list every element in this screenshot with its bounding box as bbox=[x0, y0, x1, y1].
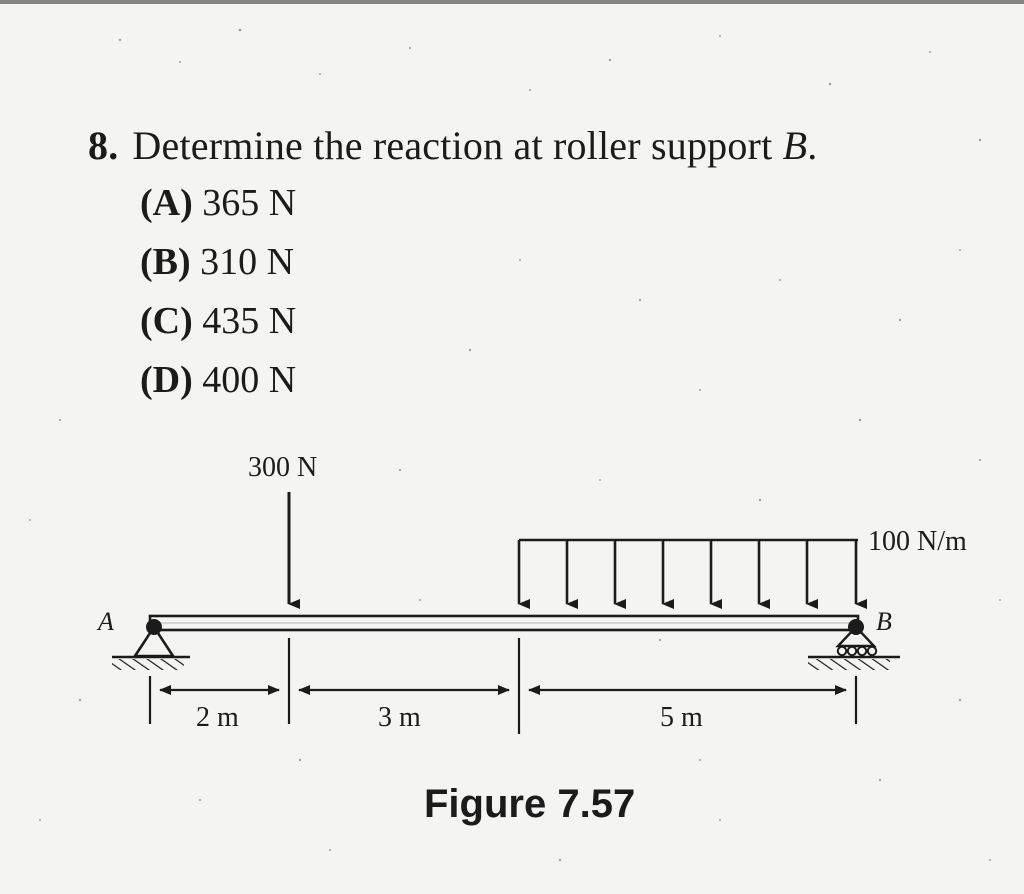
option-text: 365 N bbox=[202, 182, 297, 224]
option-letter: (D) bbox=[140, 359, 193, 401]
option-d[interactable]: (D) 400 N bbox=[140, 351, 296, 410]
distributed-load bbox=[517, 538, 867, 609]
point-load-label: 300 N bbox=[248, 452, 317, 483]
option-b[interactable]: (B) 310 N bbox=[140, 233, 296, 292]
support-b-label: B bbox=[876, 607, 892, 636]
option-a[interactable]: (A) 365 N bbox=[140, 174, 296, 233]
question-point-label: B bbox=[782, 123, 808, 168]
option-text: 400 N bbox=[202, 359, 297, 401]
dimension-5m-label: 5 m bbox=[660, 702, 703, 733]
dimension-3m-label: 3 m bbox=[378, 702, 421, 733]
option-c[interactable]: (C) 435 N bbox=[140, 292, 296, 351]
question-statement: 8. Determine the reaction at roller suppo… bbox=[88, 118, 817, 174]
support-a-label: A bbox=[96, 607, 114, 636]
dimension-lines bbox=[148, 638, 858, 734]
option-letter: (B) bbox=[140, 241, 191, 283]
question-end: . bbox=[807, 123, 818, 168]
option-letter: (C) bbox=[140, 300, 193, 342]
question-text: Determine the reaction at roller support bbox=[132, 123, 783, 168]
figure-caption: Figure 7.57 bbox=[424, 782, 636, 826]
distributed-load-label: 100 N/m bbox=[868, 526, 967, 557]
pin-support-a bbox=[112, 619, 190, 670]
option-text: 435 N bbox=[202, 300, 297, 342]
beam bbox=[148, 614, 860, 632]
dimension-2m-label: 2 m bbox=[196, 702, 239, 733]
roller-support-b bbox=[808, 619, 900, 670]
option-text: 310 N bbox=[200, 241, 295, 283]
question-number: 8. bbox=[88, 123, 119, 168]
answer-options: (A) 365 N (B) 310 N (C) 435 N (D) 400 N bbox=[140, 174, 296, 410]
option-letter: (A) bbox=[140, 182, 193, 224]
